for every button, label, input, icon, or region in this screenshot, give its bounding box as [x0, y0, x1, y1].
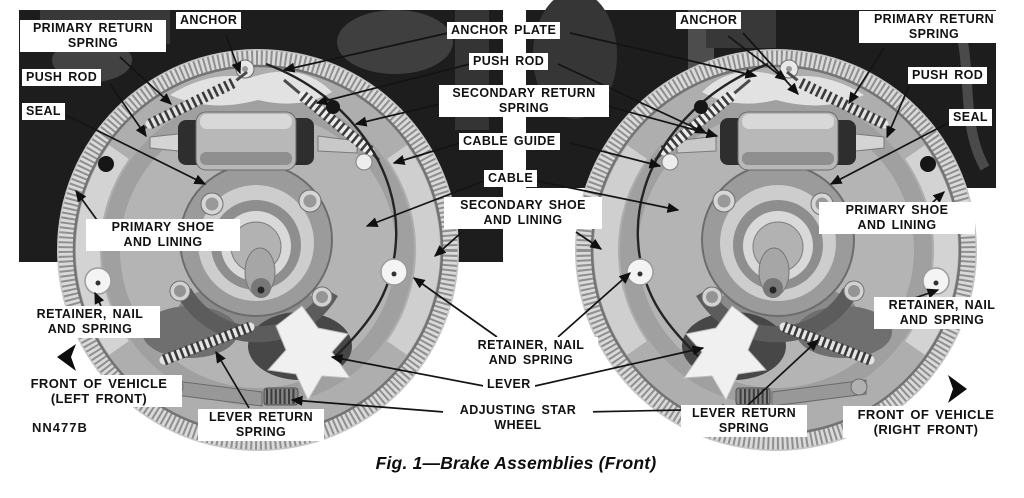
label-seal-right: SEAL [949, 109, 992, 126]
photo-code: NN477B [32, 420, 88, 436]
right-arrow-icon [948, 375, 967, 403]
label-cable: CABLE [484, 170, 538, 187]
label-primary-shoe-right: PRIMARY SHOE AND LINING [819, 202, 975, 234]
label-push-rod-left: PUSH ROD [22, 69, 102, 86]
label-anchor-left: ANCHOR [176, 12, 242, 29]
label-front-of-vehicle-right: FRONT OF VEHICLE (RIGHT FRONT) [843, 406, 1009, 438]
label-primary-return-spring-left: PRIMARY RETURN SPRING [20, 20, 166, 52]
label-front-of-vehicle-left: FRONT OF VEHICLE (LEFT FRONT) [16, 375, 182, 407]
label-cable-guide: CABLE GUIDE [459, 133, 560, 150]
figure-caption: Fig. 1—Brake Assemblies (Front) [360, 452, 672, 474]
brake-assembly-right-photo [575, 49, 977, 451]
label-lever-return-spring-left: LEVER RETURN SPRING [198, 409, 324, 441]
label-seal-left: SEAL [22, 103, 65, 120]
label-lever: LEVER [483, 376, 535, 393]
label-anchor-right: ANCHOR [676, 12, 742, 29]
label-retainer-left: RETAINER, NAIL AND SPRING [20, 306, 160, 338]
label-secondary-return-spring: SECONDARY RETURN SPRING [439, 85, 609, 117]
leader-lines [65, 32, 951, 415]
label-lever-return-spring-right: LEVER RETURN SPRING [681, 405, 807, 437]
label-anchor-plate: ANCHOR PLATE [447, 22, 561, 39]
label-primary-return-spring-right: PRIMARY RETURN SPRING [859, 11, 1009, 43]
label-retainer-center: RETAINER, NAIL AND SPRING [464, 337, 598, 369]
label-primary-shoe-left: PRIMARY SHOE AND LINING [86, 219, 240, 251]
label-push-rod-center: PUSH ROD [469, 53, 549, 70]
label-retainer-right: RETAINER, NAIL AND SPRING [874, 297, 1010, 329]
label-secondary-shoe: SECONDARY SHOE AND LINING [444, 197, 602, 229]
label-push-rod-right: PUSH ROD [908, 67, 988, 84]
label-adjusting-star-wheel: ADJUSTING STAR WHEEL [443, 402, 593, 434]
left-arrow-icon [57, 344, 76, 371]
